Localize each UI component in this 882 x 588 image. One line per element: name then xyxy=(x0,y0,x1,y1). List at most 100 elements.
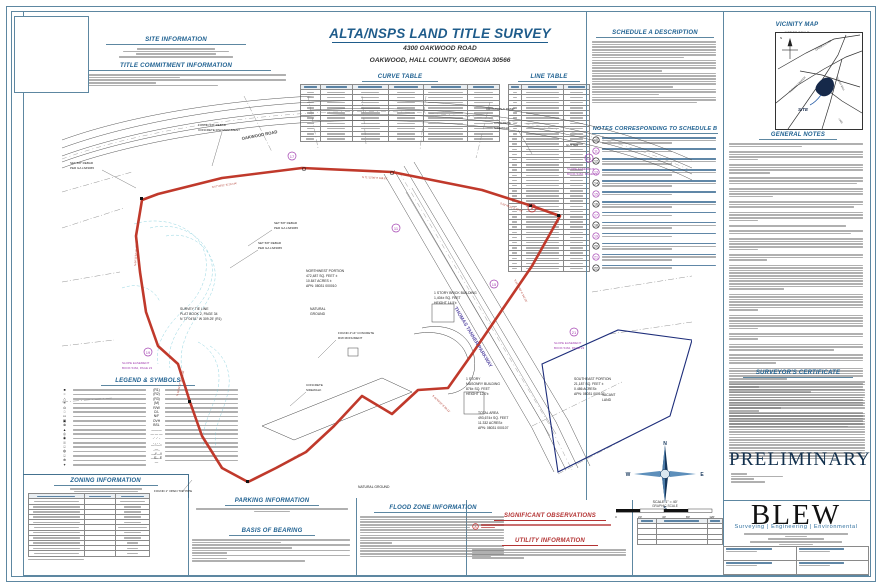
general-note-item xyxy=(729,332,867,341)
legend-item: ◎ xyxy=(58,432,146,436)
legend-symbol-icon: - - - - xyxy=(152,440,161,445)
legend-item-label xyxy=(73,411,146,413)
legend-item-label xyxy=(73,402,146,405)
legend-item: —E—E— xyxy=(150,456,238,464)
legend-item: OVH xyxy=(150,419,238,423)
schedule-b-marker-icon: 12 xyxy=(592,157,600,165)
legend-item: R/W xyxy=(150,406,238,410)
schedule-b-item-text xyxy=(602,179,718,188)
legend-symbol-icon: —○—○— xyxy=(151,442,162,452)
svg-text:BOOK 5462, PAGE 23: BOOK 5462, PAGE 23 xyxy=(567,172,597,176)
svg-text:21: 21 xyxy=(594,255,598,259)
table-cell xyxy=(655,538,708,545)
svg-text:16: 16 xyxy=(594,202,598,206)
table-row xyxy=(300,115,500,122)
oakwood-road-label: OAKWOOD ROAD xyxy=(241,129,278,141)
schedule-b-item: 22 xyxy=(592,264,718,272)
legend-item-label xyxy=(73,424,146,427)
general-note-item xyxy=(729,224,867,228)
svg-text:FOUND 5/8" REBAR: FOUND 5/8" REBAR xyxy=(198,123,227,127)
table-cell xyxy=(83,550,117,557)
legend-item-label xyxy=(165,455,238,457)
legend-item-label xyxy=(73,459,146,462)
zoning-heading: ZONING INFORMATION xyxy=(53,478,158,486)
utility-information-body xyxy=(472,548,628,560)
schedule-b-item: 19 xyxy=(592,232,718,240)
legend-item-label xyxy=(165,402,238,405)
bottom-divider-1 xyxy=(188,498,189,575)
general-note-item xyxy=(729,343,867,352)
flood-zone-panel: FLOOD ZONE INFORMATION xyxy=(360,505,506,558)
svg-text:MASONRY BUILDING: MASONRY BUILDING xyxy=(466,382,500,386)
legend-symbol-icon: ⊗ xyxy=(63,423,66,428)
svg-text:SET 5/8" REBAR: SET 5/8" REBAR xyxy=(274,221,298,225)
legend-item: ⌷ xyxy=(58,410,146,414)
basis-of-bearing-panel: BASIS OF BEARING xyxy=(192,528,352,563)
svg-text:80': 80' xyxy=(686,515,690,519)
legend-symbol-icon: ▭ xyxy=(62,414,67,419)
svg-text:15: 15 xyxy=(594,192,598,196)
title-block-row xyxy=(723,560,869,575)
legend-item-label xyxy=(165,415,238,418)
general-note-item xyxy=(729,253,867,262)
significant-observation-marker: A xyxy=(527,203,537,213)
schedule-a-panel: SCHEDULE A DESCRIPTION xyxy=(592,30,718,104)
svg-text:21: 21 xyxy=(572,330,577,335)
svg-text:SOUTHEAST PORTION: SOUTHEAST PORTION xyxy=(574,377,612,381)
svg-text:120': 120' xyxy=(709,515,715,519)
curve-table-panel: CURVE TABLE xyxy=(300,74,500,143)
scale-text: SCALE 1" = 40' xyxy=(652,500,678,504)
svg-text:VACANT: VACANT xyxy=(602,393,616,397)
schedule-b-marker-icon: 20 xyxy=(592,242,600,250)
utility-information-heading: UTILITY INFORMATION xyxy=(502,538,598,546)
legend-item-label xyxy=(165,424,238,427)
svg-text:OAKWOOD RD: OAKWOOD RD xyxy=(814,39,832,52)
legend-item: (R3) xyxy=(150,397,238,401)
svg-text:19: 19 xyxy=(146,350,151,355)
vicinity-map-heading: VICINITY MAP xyxy=(775,22,819,28)
schedule-a-body xyxy=(592,40,718,104)
legend-heading: LEGEND & SYMBOLS xyxy=(101,378,195,386)
schedule-b-item-text xyxy=(602,211,718,217)
schedule-b-item: 13 xyxy=(592,168,718,177)
surveyors-certificate-heading: SURVEYOR'S CERTIFICATE xyxy=(743,370,853,378)
svg-text:S 46°02'19" E 88.12': S 46°02'19" E 88.12' xyxy=(431,394,451,414)
legend-item-label xyxy=(165,420,238,422)
bottom-divider-2 xyxy=(356,498,357,575)
svg-text:SLOPE EASEMENT: SLOPE EASEMENT xyxy=(122,361,150,365)
line-table-heading: LINE TABLE xyxy=(518,74,580,82)
address-line-1: 4300 OAKWOOD ROAD xyxy=(403,45,477,52)
legend-symbol-icon: R/W xyxy=(153,405,160,410)
schedule-b-item-text xyxy=(602,147,718,153)
svg-text:22: 22 xyxy=(594,266,598,270)
legend-item: - - - - xyxy=(150,441,238,445)
legend-item: ⊕ xyxy=(58,458,146,462)
vicinity-map-canvas: N SITE OAKWOOD RD MUNDY MILL THOMAS TANN… xyxy=(775,32,863,130)
schedule-b-marker-icon: 13 xyxy=(592,168,600,176)
plan-easement-markers: 13 11 15 17 19 21 xyxy=(143,151,594,357)
svg-text:20: 20 xyxy=(594,244,598,248)
legend-item-label xyxy=(165,442,238,444)
left-logo-box xyxy=(14,16,89,93)
significant-observations-heading: SIGNIFICANT OBSERVATIONS xyxy=(494,513,606,521)
company-address xyxy=(741,532,851,546)
table-cell xyxy=(387,135,425,143)
svg-text:R/W MONUMENT: R/W MONUMENT xyxy=(338,336,362,340)
legend-item-label xyxy=(73,437,146,440)
svg-text:APN: 08031 000107: APN: 08031 000107 xyxy=(574,392,605,396)
legend-item: ○ xyxy=(58,392,146,396)
table-cell xyxy=(467,135,500,143)
line-table-panel: LINE TABLE xyxy=(508,74,590,272)
sheet-border-inner xyxy=(11,11,871,577)
schedule-b-item-text xyxy=(602,264,718,270)
svg-text:1 STORY BRICK BUILDING: 1 STORY BRICK BUILDING xyxy=(434,291,477,295)
legend-item: ⌸ xyxy=(58,441,146,445)
site-information-heading: SITE INFORMATION xyxy=(106,36,246,45)
vicinity-site-label: SITE xyxy=(798,107,809,112)
legend-symbol-icon: BSL xyxy=(153,423,160,428)
svg-text:SLOPE EASEMENT: SLOPE EASEMENT xyxy=(554,341,582,345)
legend-symbol-icon: ■ xyxy=(63,388,66,392)
